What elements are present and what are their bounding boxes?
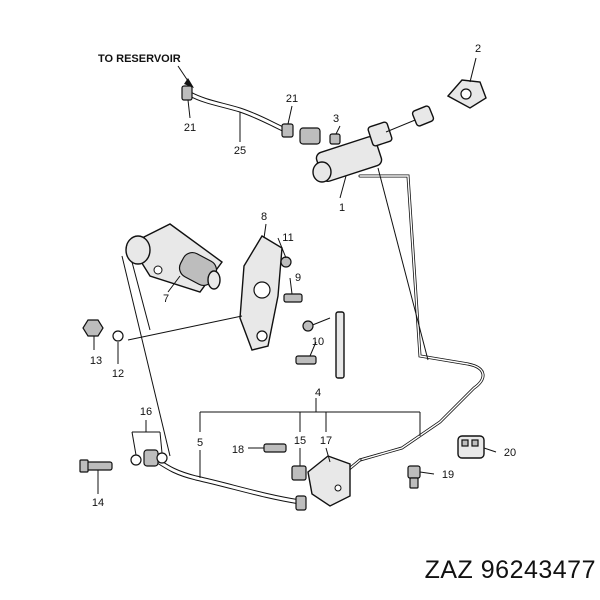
lower-hose <box>147 453 303 505</box>
part-number-caption: ZAZ 96243477 <box>424 556 596 584</box>
label-part-21-lower: 21 <box>184 122 196 134</box>
switch-20 <box>457 435 485 459</box>
reservoir-hose <box>187 91 288 133</box>
hose-fitting-lower <box>295 495 307 511</box>
label-part-17: 17 <box>320 435 332 447</box>
bolt-3 <box>329 133 341 145</box>
mounting-bracket <box>446 79 487 109</box>
label-part-13: 13 <box>90 355 102 367</box>
nut-11 <box>280 256 292 268</box>
hose-clamp-lower <box>281 123 294 138</box>
label-part-10: 10 <box>312 336 324 348</box>
to-reservoir-arrowhead <box>184 78 194 88</box>
label-part-25: 25 <box>234 145 246 157</box>
leader-lines <box>93 57 497 494</box>
label-part-9: 9 <box>295 272 301 284</box>
label-part-15: 15 <box>294 435 306 447</box>
label-part-18: 18 <box>232 444 244 456</box>
bolt-18 <box>263 443 287 453</box>
hose-clamp-upper <box>181 85 193 101</box>
label-part-12: 12 <box>112 368 124 380</box>
pedal-bracket <box>239 235 283 351</box>
nut-13 <box>82 319 104 337</box>
bleed-screw-19 <box>407 465 421 489</box>
to-reservoir-label: TO RESERVOIR <box>98 53 181 65</box>
label-part-11: 11 <box>282 232 293 244</box>
bolt-14 <box>79 459 113 473</box>
bolt-10 <box>295 355 317 365</box>
label-part-19: 19 <box>442 469 454 481</box>
label-part-4: 4 <box>315 387 321 399</box>
label-part-7: 7 <box>163 293 169 305</box>
label-part-16: 16 <box>140 406 152 418</box>
label-part-21-upper: 21 <box>286 93 298 105</box>
label-part-5: 5 <box>197 437 203 449</box>
slave-cylinder <box>125 223 223 293</box>
bolt-9 <box>283 293 303 303</box>
part-number-labels: 2 21 3 21 25 1 8 11 9 7 10 13 12 4 16 5 … <box>90 43 516 509</box>
label-part-20: 20 <box>504 447 516 459</box>
label-part-2: 2 <box>475 43 481 55</box>
label-part-3: 3 <box>333 113 339 125</box>
label-part-1: 1 <box>339 202 345 214</box>
label-part-14: 14 <box>92 497 104 509</box>
washer-12 <box>112 330 124 342</box>
master-cylinder <box>299 105 435 183</box>
banjo-fitting-16 <box>130 449 168 467</box>
pushrod-lever <box>302 311 345 379</box>
label-part-8: 8 <box>261 211 267 223</box>
